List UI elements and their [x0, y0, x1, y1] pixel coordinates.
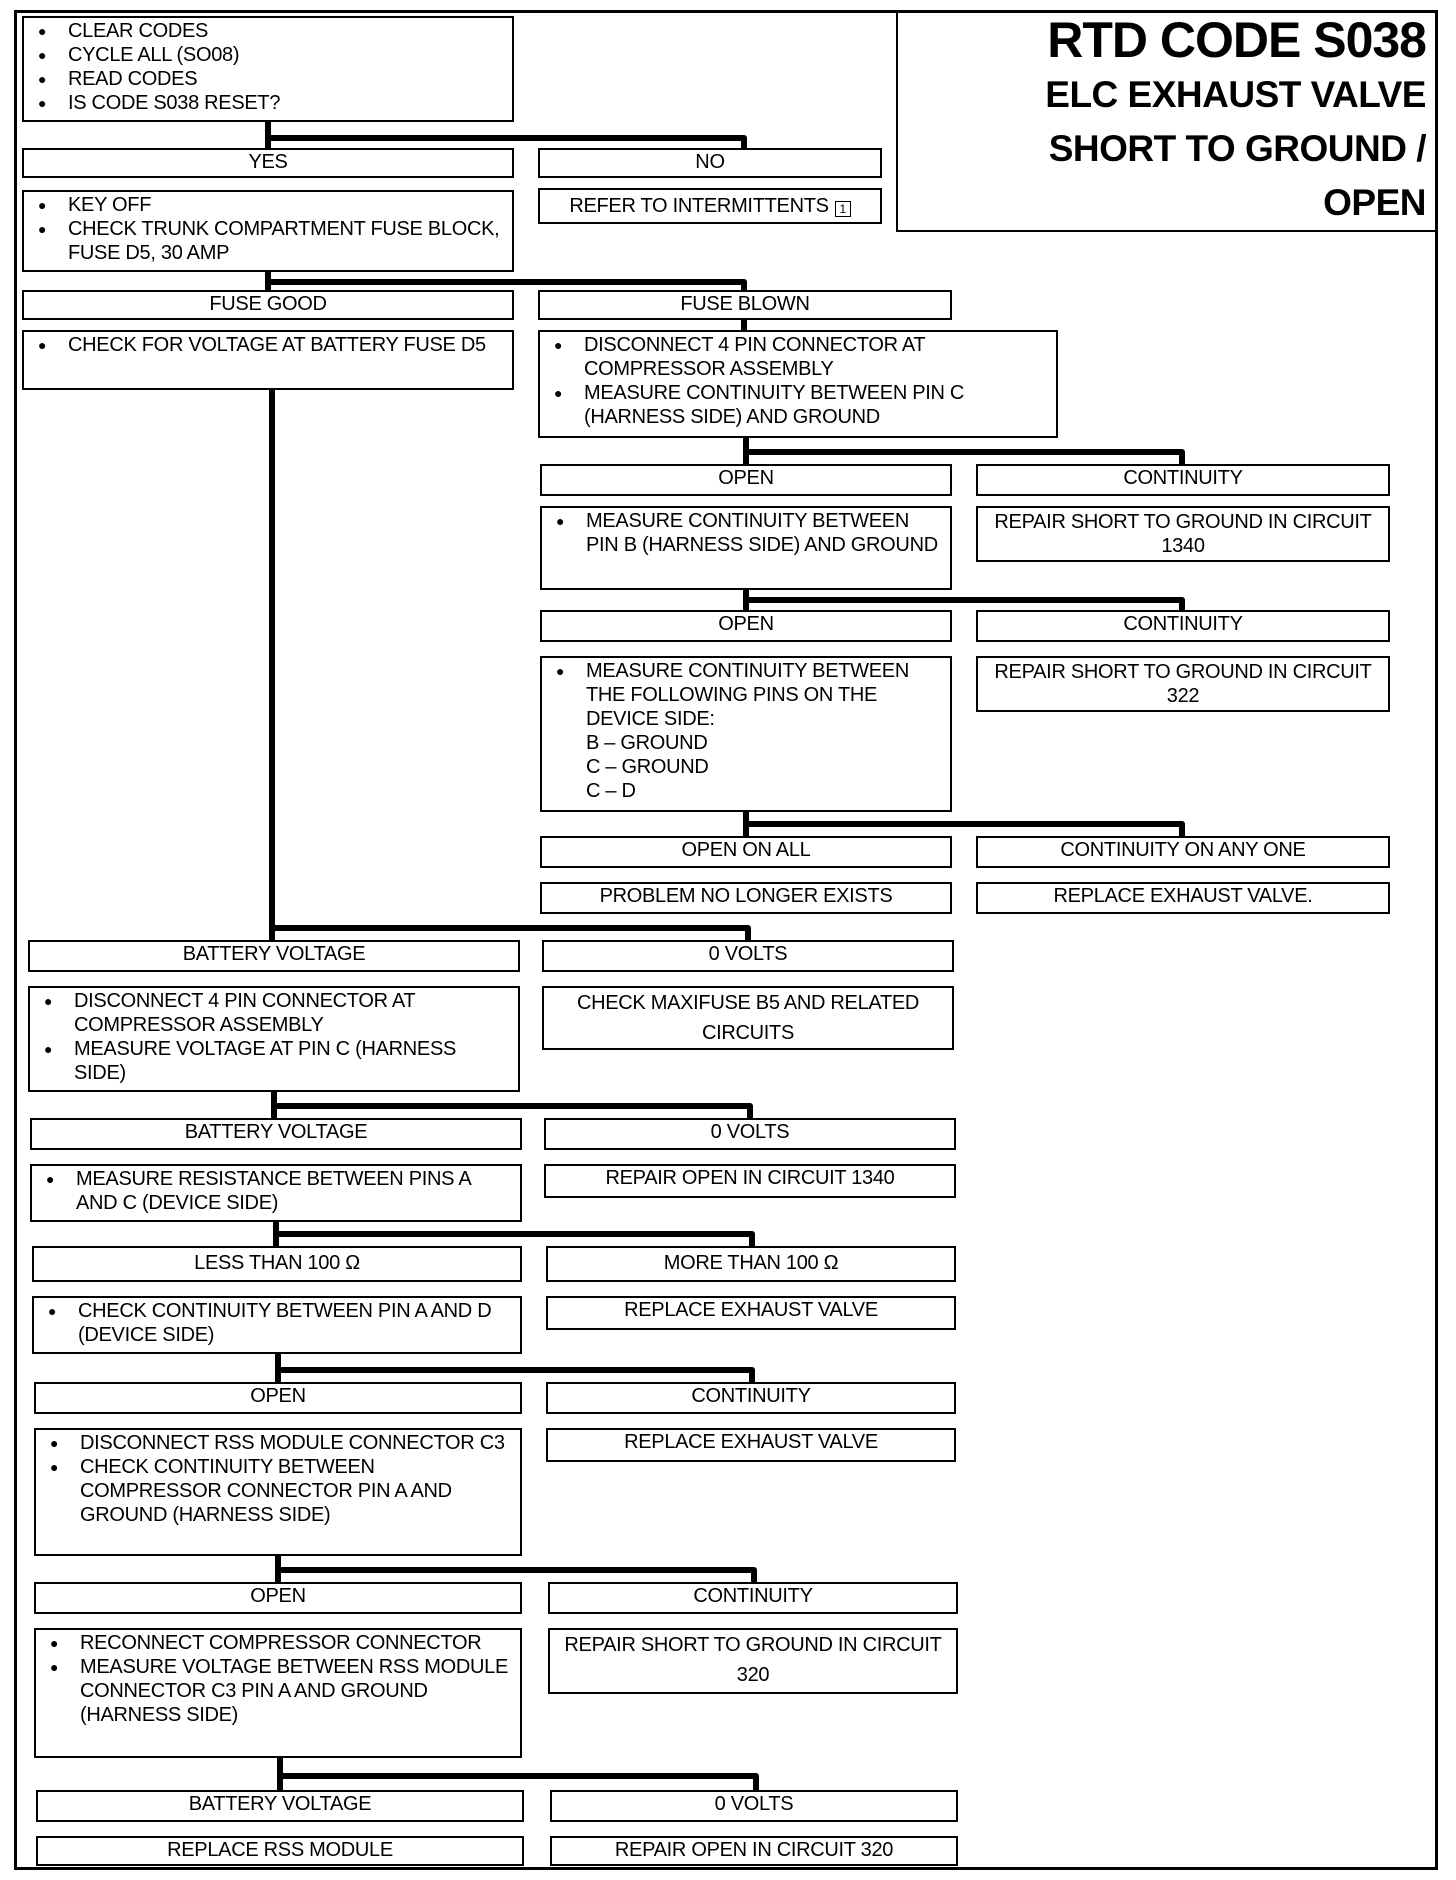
less-than-100-label: LESS THAN 100 Ω [32, 1246, 522, 1282]
repair-short-1340: REPAIR SHORT TO GROUND IN CIRCUIT 1340 [976, 506, 1390, 562]
fuse-blown-label: FUSE BLOWN [538, 290, 952, 320]
step-item: MEASURE CONTINUITY BETWEEN PIN B (HARNES… [548, 509, 944, 557]
replace-exhaust-valve-3: REPLACE EXHAUST VALVE [546, 1428, 956, 1462]
connector-line [271, 1092, 753, 1118]
step-item: KEY OFF [30, 193, 506, 217]
step-item: CHECK TRUNK COMPARTMENT FUSE BLOCK, FUSE… [30, 217, 506, 265]
replace-exhaust-valve-2: REPLACE EXHAUST VALVE [546, 1296, 956, 1330]
step-item: DISCONNECT RSS MODULE CONNECTOR C3 [42, 1431, 514, 1455]
step-item: MEASURE RESISTANCE BETWEEN PINS A AND C … [38, 1167, 514, 1215]
step-item: DISCONNECT 4 PIN CONNECTOR AT COMPRESSOR… [546, 333, 1050, 381]
step-item: CHECK FOR VOLTAGE AT BATTERY FUSE D5 [30, 333, 506, 357]
step-measure-voltage-pin-c: DISCONNECT 4 PIN CONNECTOR AT COMPRESSOR… [28, 986, 520, 1092]
pin-list: B – GROUND C – GROUND C – D [586, 732, 709, 802]
step-measure-pin-b: MEASURE CONTINUITY BETWEEN PIN B (HARNES… [540, 506, 952, 590]
step-key-off: KEY OFF CHECK TRUNK COMPARTMENT FUSE BLO… [22, 190, 514, 272]
title-block: RTD CODE S038 ELC EXHAUST VALVE SHORT TO… [896, 10, 1438, 232]
continuity-label-4: CONTINUITY [548, 1582, 958, 1614]
step-measure-device-pins: MEASURE CONTINUITY BETWEEN THE FOLLOWING… [540, 656, 952, 812]
open-label-2: OPEN [540, 610, 952, 642]
battery-voltage-label-3: BATTERY VOLTAGE [36, 1790, 524, 1822]
step-item: MEASURE VOLTAGE BETWEEN RSS MODULE CONNE… [42, 1655, 514, 1727]
zero-volts-label-3: 0 VOLTS [550, 1790, 958, 1822]
repair-open-1340: REPAIR OPEN IN CIRCUIT 1340 [544, 1164, 956, 1198]
step-item: CLEAR CODES [30, 19, 506, 43]
battery-voltage-label-1: BATTERY VOLTAGE [28, 940, 520, 972]
replace-exhaust-valve-1: REPLACE EXHAUST VALVE. [976, 882, 1390, 914]
subtitle-line-2: SHORT TO GROUND / [1048, 128, 1427, 169]
continuity-any-label: CONTINUITY ON ANY ONE [976, 836, 1390, 868]
connector-line [273, 1222, 755, 1246]
step-item: DISCONNECT 4 PIN CONNECTOR AT COMPRESSOR… [36, 989, 512, 1037]
connector-line [743, 438, 1185, 464]
repair-open-320: REPAIR OPEN IN CIRCUIT 320 [550, 1836, 958, 1866]
zero-volts-label-2: 0 VOLTS [544, 1118, 956, 1150]
step-measure-resistance: MEASURE RESISTANCE BETWEEN PINS A AND C … [30, 1164, 522, 1222]
fuse-good-label: FUSE GOOD [22, 290, 514, 320]
connector-line [265, 122, 747, 148]
repair-short-320: REPAIR SHORT TO GROUND IN CIRCUIT 320 [548, 1628, 958, 1694]
zero-volts-label-1: 0 VOLTS [542, 940, 954, 972]
continuity-label-2: CONTINUITY [976, 610, 1390, 642]
check-maxifuse: CHECK MAXIFUSE B5 AND RELATED CIRCUITS [542, 986, 954, 1050]
step-disconnect-rss: DISCONNECT RSS MODULE CONNECTOR C3 CHECK… [34, 1428, 522, 1556]
replace-rss-module: REPLACE RSS MODULE [36, 1836, 524, 1866]
continuity-label-3: CONTINUITY [546, 1382, 956, 1414]
connector-line [265, 272, 747, 290]
refer-text: REFER TO INTERMITTENTS [569, 195, 829, 217]
diagram-title: RTD CODE S038 [1047, 12, 1427, 68]
step-item: READ CODES [30, 67, 506, 91]
step-item: CHECK CONTINUITY BETWEEN COMPRESSOR CONN… [42, 1455, 514, 1527]
connector-line [743, 590, 1185, 610]
step-item: MEASURE CONTINUITY BETWEEN PIN C (HARNES… [546, 381, 1050, 429]
step-item: RECONNECT COMPRESSOR CONNECTOR [42, 1631, 514, 1655]
open-label-4: OPEN [34, 1582, 522, 1614]
yes-label: YES [22, 148, 514, 178]
subtitle-line-1: ELC EXHAUST VALVE [1045, 74, 1426, 115]
step-item: CYCLE ALL (SO08) [30, 43, 506, 67]
continuity-label-1: CONTINUITY [976, 464, 1390, 496]
connector-line [272, 925, 751, 940]
step-item: MEASURE CONTINUITY BETWEEN THE FOLLOWING… [548, 659, 944, 731]
step-check-pin-a-d: CHECK CONTINUITY BETWEEN PIN A AND D (DE… [32, 1296, 522, 1354]
step-disconnect-measure-pin-c: DISCONNECT 4 PIN CONNECTOR AT COMPRESSOR… [538, 330, 1058, 438]
problem-no-longer-exists: PROBLEM NO LONGER EXISTS [540, 882, 952, 914]
step-item: IS CODE S038 RESET? [30, 91, 506, 115]
connector-line [275, 1556, 757, 1582]
open-label-3: OPEN [34, 1382, 522, 1414]
step-check-voltage-fuse: CHECK FOR VOLTAGE AT BATTERY FUSE D5 [22, 330, 514, 390]
connector-line [275, 1354, 755, 1382]
step-item: CHECK CONTINUITY BETWEEN PIN A AND D (DE… [40, 1299, 514, 1347]
diagram-frame [14, 10, 1438, 1870]
more-than-100-label: MORE THAN 100 Ω [546, 1246, 956, 1282]
connector-line [743, 812, 1185, 836]
no-label: NO [538, 148, 882, 178]
step-reconnect-compressor: RECONNECT COMPRESSOR CONNECTOR MEASURE V… [34, 1628, 522, 1758]
refer-intermittents: REFER TO INTERMITTENTS 1 [538, 188, 882, 224]
step-clear-codes: CLEAR CODES CYCLE ALL (SO08) READ CODES … [22, 16, 514, 122]
battery-voltage-label-2: BATTERY VOLTAGE [30, 1118, 522, 1150]
open-label-1: OPEN [540, 464, 952, 496]
open-on-all-label: OPEN ON ALL [540, 836, 952, 868]
repair-short-322: REPAIR SHORT TO GROUND IN CIRCUIT 322 [976, 656, 1390, 712]
connector-line [277, 1758, 759, 1790]
subtitle-line-3: OPEN [1323, 182, 1426, 223]
step-item: MEASURE VOLTAGE AT PIN C (HARNESS SIDE) [36, 1037, 512, 1085]
reference-icon: 1 [834, 201, 851, 217]
